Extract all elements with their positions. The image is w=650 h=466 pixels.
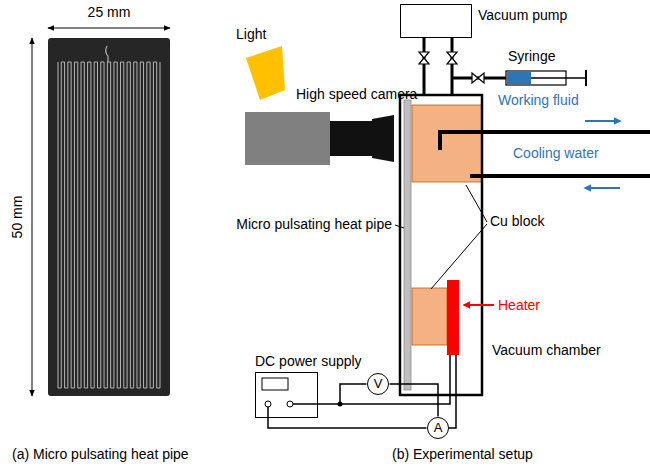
part-label: High speed camera (296, 86, 417, 102)
cu-block-cooling (412, 105, 482, 182)
cooling-pipe (470, 174, 650, 178)
meander-line (58, 62, 160, 388)
valve (419, 52, 429, 64)
node-label: DC power supply (255, 353, 362, 369)
camera-lens (330, 121, 372, 156)
circuit-wire (390, 384, 439, 417)
circuit-wire (268, 418, 427, 428)
flow-arrow (585, 187, 620, 189)
heater-element (447, 280, 459, 355)
light-source (246, 46, 285, 100)
power-supply-box: DC power supply (255, 372, 318, 418)
valve (472, 73, 484, 83)
dimension-label: 25 mm (88, 4, 131, 20)
camera-lens-hood (372, 115, 394, 162)
panel-caption: (a) Micro pulsating heat pipe (12, 446, 189, 462)
wire (267, 407, 269, 418)
node-label: Vacuum pump (478, 7, 567, 23)
valve (447, 52, 457, 64)
node-label: V (374, 377, 383, 392)
leader-line (395, 225, 404, 228)
supply-terminal (287, 401, 293, 407)
heater-arrow (464, 304, 494, 306)
part-label: Cu block (490, 213, 544, 229)
dimension-label: 50 mm (9, 196, 25, 239)
panel-caption: (b) Experimental setup (392, 446, 533, 462)
supply-display (262, 378, 288, 390)
wire (449, 355, 456, 428)
meander-channel (58, 62, 160, 388)
syringe-plunger (531, 77, 586, 79)
supply-terminal (265, 401, 271, 407)
part-label: Heater (498, 297, 540, 313)
width-dimension (48, 28, 170, 29)
part-label: Vacuum chamber (492, 342, 601, 358)
flow-arrow (585, 120, 620, 122)
syringe-handle (585, 70, 587, 86)
leader-line (466, 185, 487, 222)
vacuum-chamber-wall (400, 95, 482, 395)
fluid-label: Working fluid (498, 92, 579, 108)
heat-pipe-plate (48, 38, 170, 396)
fluid-label: Cooling water (513, 145, 599, 161)
vacuum-pump-box: Vacuum pump (400, 4, 472, 38)
syringe-fluid (507, 72, 531, 84)
circuit-wire (318, 384, 367, 404)
heat-pipe-side (404, 100, 411, 390)
vacuum-line (423, 38, 426, 95)
part-label: Syringe (508, 48, 555, 64)
part-label: Light (236, 26, 266, 42)
filling-port (106, 46, 108, 62)
camera-body (245, 112, 330, 165)
part-label: Micro pulsating heat pipe (236, 216, 392, 232)
wire (293, 403, 318, 405)
cu-block-heating (412, 288, 447, 345)
node-label: A (434, 421, 443, 436)
voltmeter-symbol: V (367, 373, 390, 396)
ammeter-symbol: A (427, 417, 450, 440)
height-dimension (32, 38, 33, 396)
vacuum-line (451, 38, 454, 95)
leader-line (431, 224, 487, 289)
